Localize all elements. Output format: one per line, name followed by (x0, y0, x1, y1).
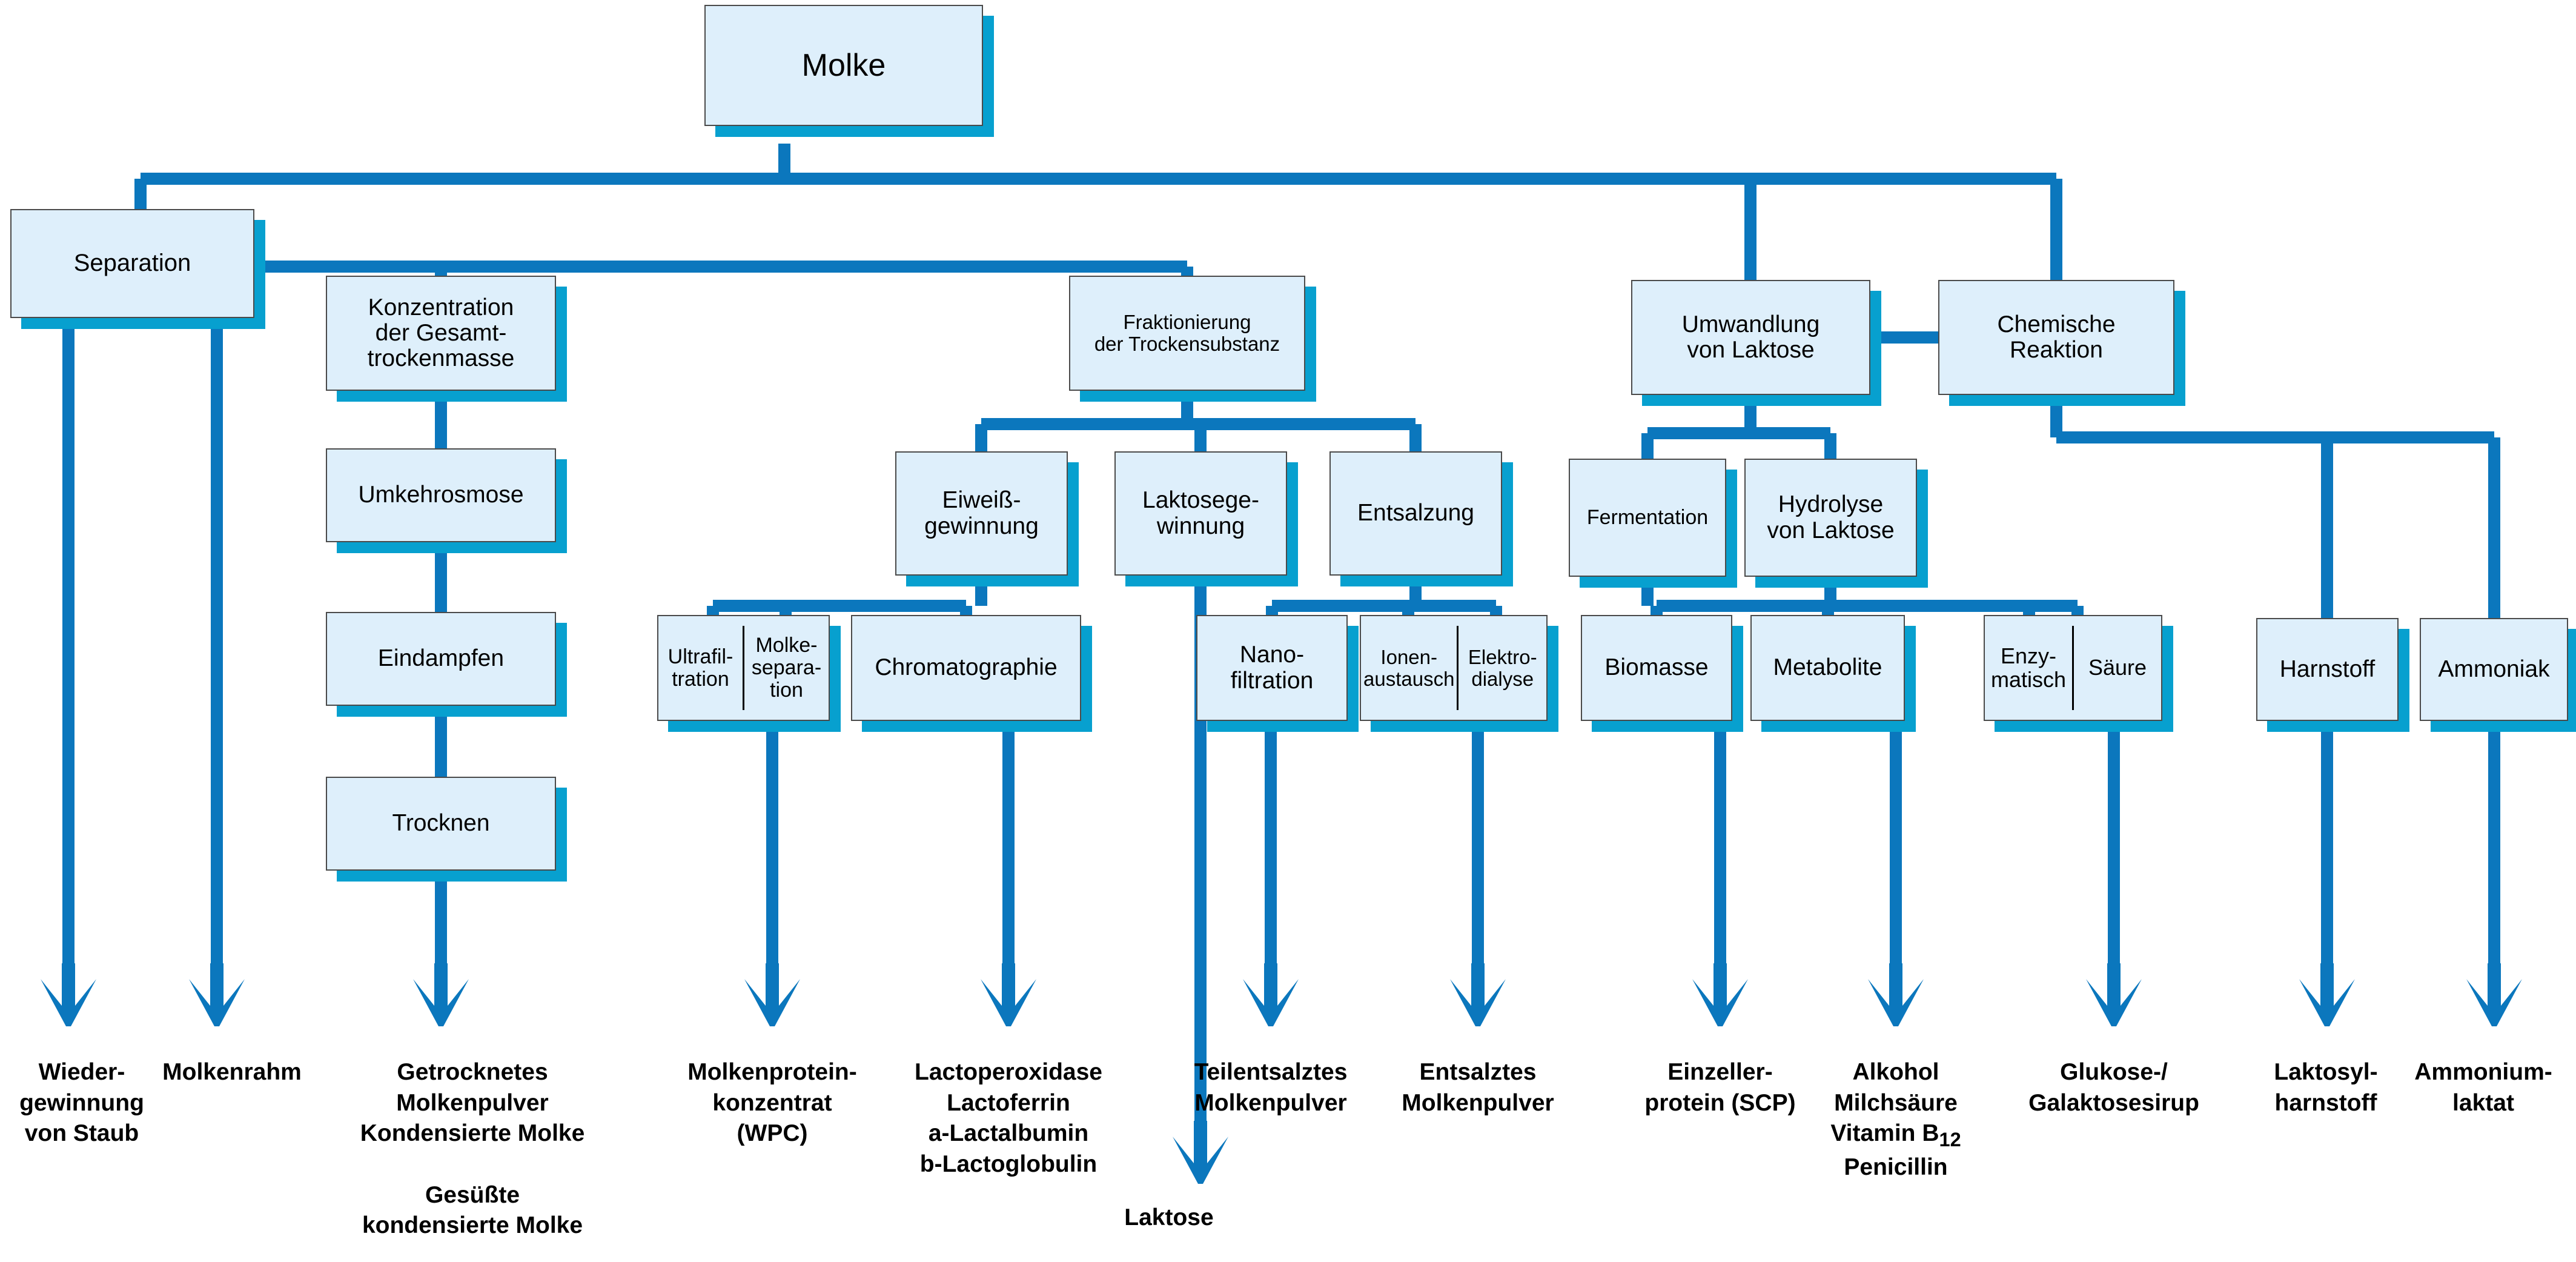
process-box-fraktionierung[interactable]: Fraktionierung der Trockensubstanz (1069, 276, 1316, 402)
process-box-chromatographie[interactable]: Chromatographie (851, 615, 1092, 732)
box-body: Laktosege- winnung (1114, 451, 1287, 576)
output-label-ammoniumlaktat: Ammonium- laktat (2414, 1059, 2552, 1116)
box-body: Ionen- austausch Elektro- dialyse (1360, 615, 1548, 721)
box-body: Harnstoff (2256, 618, 2399, 721)
box-label: Fermentation (1586, 506, 1709, 530)
output-label-wpc: Molkenprotein- konzentrat (WPC) (687, 1059, 857, 1147)
process-box-eindampfen[interactable]: Eindampfen (326, 612, 567, 717)
box-label-left: Enzy- matisch (1990, 643, 2067, 692)
process-box-umwandlung[interactable]: Umwandlung von Laktose (1631, 280, 1881, 406)
box-label: Eiweiß- gewinnung (924, 487, 1039, 539)
box-label: Eindampfen (377, 645, 505, 672)
output-label-scp: Einzeller- protein (SCP) (1644, 1059, 1796, 1116)
box-label: Konzentration der Gesamt- trockenmasse (367, 294, 515, 372)
output-label-teilentsalztes: Teilentsalztes Molkenpulver (1194, 1059, 1348, 1116)
box-body: Metabolite (1750, 615, 1905, 721)
output-label-laktosylharnstoff: Laktosyl- harnstoff (2274, 1059, 2378, 1116)
box-label-left: Ultrafil- tration (667, 645, 733, 691)
box-body: Ammoniak (2420, 618, 2568, 721)
process-box-umkehrosmose[interactable]: Umkehrosmose (326, 448, 567, 553)
box-label: Molke (801, 47, 886, 83)
box-body: Chromatographie (851, 615, 1081, 721)
box-label: Metabolite (1773, 654, 1882, 681)
box-label: Chromatographie (875, 654, 1058, 681)
box-body: Umkehrosmose (326, 448, 556, 542)
output-label-lactoproteine: Lactoperoxidase Lactoferrin a-Lactalbumi… (915, 1059, 1102, 1178)
output-label-molkenrahm: Molkenrahm (162, 1059, 302, 1085)
process-box-molke[interactable]: Molke (704, 5, 994, 137)
process-box-harnstoff[interactable]: Harnstoff (2256, 618, 2409, 732)
box-label-right: Molke- separa- tion (751, 634, 822, 702)
process-box-separation[interactable]: Separation (10, 209, 265, 329)
process-box-biomasse[interactable]: Biomasse (1581, 615, 1743, 732)
process-box-chemische[interactable]: Chemische Reaktion (1938, 280, 2185, 406)
process-box-laktosegewinnung[interactable]: Laktosege- winnung (1114, 451, 1298, 586)
output-label-glukose: Glukose-/ Galaktosesirup (2028, 1059, 2199, 1116)
box-body: Biomasse (1581, 615, 1732, 721)
box-body: Chemische Reaktion (1938, 280, 2174, 395)
box-label: Hydrolyse von Laktose (1767, 491, 1895, 543)
box-body: Fraktionierung der Trockensubstanz (1069, 276, 1305, 391)
process-box-ammoniak[interactable]: Ammoniak (2420, 618, 2576, 732)
box-body: Molke (704, 5, 983, 126)
output-label-entsalztes: Entsalztes Molkenpulver (1402, 1059, 1554, 1116)
box-divider (1457, 626, 1459, 710)
box-label-right: Säure (2088, 655, 2147, 680)
box-label: Fraktionierung der Trockensubstanz (1094, 311, 1280, 355)
box-label: Umwandlung von Laktose (1681, 311, 1820, 363)
box-label: Separation (73, 250, 191, 277)
box-body: Entsalzung (1329, 451, 1502, 576)
output-label-laktose: Laktose (1124, 1204, 1214, 1230)
process-box-trocknen[interactable]: Trocknen (326, 777, 567, 882)
box-divider (2072, 626, 2074, 710)
box-label: Nano- filtration (1230, 642, 1314, 694)
box-label: Harnstoff (2279, 656, 2376, 682)
box-body: Fermentation (1569, 459, 1726, 577)
process-box-nanofiltration[interactable]: Nano- filtration (1196, 615, 1359, 732)
box-label: Chemische Reaktion (1997, 311, 2116, 363)
box-label: Biomasse (1604, 654, 1709, 681)
box-label: Umkehrosmose (358, 482, 524, 508)
box-body: Nano- filtration (1196, 615, 1348, 721)
box-body: Ultrafil- tration Molke- separa- tion (657, 615, 830, 721)
process-box-metabolite[interactable]: Metabolite (1750, 615, 1916, 732)
output-label-getrocknetes: Getrocknetes Molkenpulver Kondensierte M… (360, 1059, 585, 1239)
process-box-ultrafiltration[interactable]: Ultrafil- tration Molke- separa- tion (657, 615, 841, 732)
process-box-enzym-saure[interactable]: Enzy- matisch Säure (1984, 615, 2173, 732)
box-body: Enzy- matisch Säure (1984, 615, 2162, 721)
box-body: Trocknen (326, 777, 556, 871)
box-body: Eindampfen (326, 612, 556, 706)
box-body: Konzentration der Gesamt- trockenmasse (326, 276, 556, 391)
box-label: Ammoniak (2438, 656, 2550, 682)
box-body: Hydrolyse von Laktose (1744, 459, 1917, 577)
process-box-fermentation[interactable]: Fermentation (1569, 459, 1737, 588)
process-box-ionen-elektro[interactable]: Ionen- austausch Elektro- dialyse (1360, 615, 1558, 732)
process-box-konzentration[interactable]: Konzentration der Gesamt- trockenmasse (326, 276, 567, 402)
box-label-left: Ionen- austausch (1363, 645, 1455, 690)
box-body: Separation (10, 209, 254, 318)
process-box-hydrolyse[interactable]: Hydrolyse von Laktose (1744, 459, 1928, 588)
box-body: Eiweiß- gewinnung (895, 451, 1068, 576)
box-body: Umwandlung von Laktose (1631, 280, 1870, 395)
box-label-right: Elektro- dialyse (1468, 645, 1537, 690)
process-box-eiweiss[interactable]: Eiweiß- gewinnung (895, 451, 1079, 586)
box-label: Trocknen (392, 810, 490, 837)
box-label: Entsalzung (1357, 500, 1474, 526)
output-label-wiedergewinnung: Wieder- gewinnung von Staub (19, 1059, 144, 1147)
process-box-entsalzung[interactable]: Entsalzung (1329, 451, 1513, 586)
box-divider (743, 626, 744, 710)
box-label: Laktosege- winnung (1142, 487, 1259, 539)
